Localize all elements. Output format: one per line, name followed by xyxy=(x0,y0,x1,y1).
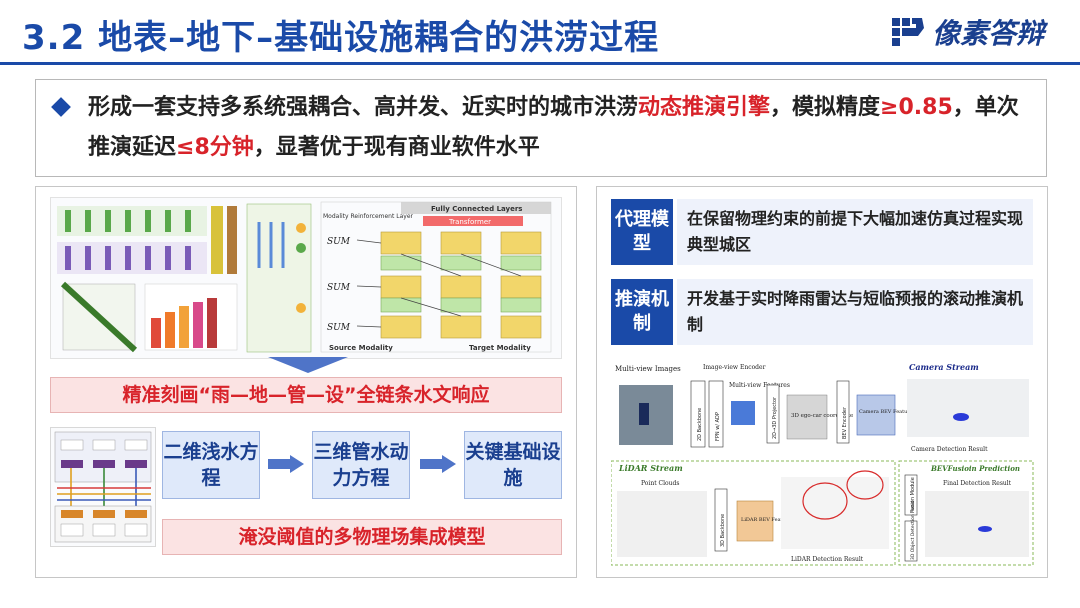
score-fusion-bars xyxy=(144,283,238,351)
summary-highlight-accuracy: ≥0.85 xyxy=(880,95,953,120)
transformer-graphic: SUM SUM SUM Fully Connected Layers Trans… xyxy=(320,201,552,353)
title-rule xyxy=(0,62,1080,65)
feature-layers-graphic xyxy=(57,203,312,353)
point-cloud-graphic xyxy=(617,491,707,557)
right-arrow-icon xyxy=(420,455,456,473)
hydrology-response-banner: 精准刻画“雨—地—管—设”全链条水文响应 xyxy=(50,377,562,413)
logo-text: 像素答辩 xyxy=(931,17,1044,50)
multiview-images-label: Multi-view Images xyxy=(615,365,681,373)
bev-encoder-label: BEV Encoder xyxy=(842,406,848,439)
summary-highlight-latency: ≤8分钟 xyxy=(176,135,254,160)
left-panel: SUM SUM SUM Fully Connected Layers Trans… xyxy=(35,186,577,578)
diamond-bullet-icon xyxy=(51,97,71,117)
confusion-matrix-graphic xyxy=(60,281,138,353)
lidar-result-graphic xyxy=(781,477,889,549)
detection-head-label: 3D Object Detection Head xyxy=(910,501,916,560)
summary-part1: 形成一套支持多系统强耦合、高并发、近实时的城市洪涝 xyxy=(88,95,639,120)
target-modality-label: Target Modality xyxy=(469,344,531,352)
bev-fusion-diagram: Multi-view Images Image-view Encoder 2D … xyxy=(611,361,1035,566)
image-encoder-label: Image-view Encoder xyxy=(703,364,766,371)
summary-part3: ，单次推演延迟 xyxy=(88,95,1019,160)
transformer-label: Transformer xyxy=(448,218,491,226)
source-modality-label: Source Modality xyxy=(329,344,393,352)
right-panel: 代理模型 在保留物理约束的前提下大幅加速仿真过程实现典型城区 推演机制 开发基于… xyxy=(596,186,1048,578)
modality-label: Modality Reinforcement Layer xyxy=(323,213,414,220)
model-flow-diagram xyxy=(54,431,152,543)
step-2d-shallow-water: 二维浅水方程 xyxy=(162,431,260,499)
surrogate-model-text: 在保留物理约束的前提下大幅加速仿真过程实现典型城区 xyxy=(677,199,1033,265)
lidar-bev-label: LiDAR BEV Features xyxy=(741,517,794,523)
architecture-diagram: SUM SUM SUM Fully Connected Layers Trans… xyxy=(57,201,552,353)
right-arrow-icon xyxy=(268,455,304,473)
page-title: 3.2 地表–地下–基础设施耦合的洪涝过程 xyxy=(22,18,660,58)
step-3d-pipe-hydrodynamics: 三维管水动力方程 xyxy=(312,431,410,499)
rolling-mechanism-row: 推演机制 开发基于实时降雨雷达与短临预报的滚动推演机制 xyxy=(611,279,1035,345)
logo-icon xyxy=(891,18,924,46)
backbone3d-label: 3D Backbone xyxy=(720,514,726,547)
final-result-graphic xyxy=(925,491,1029,557)
backbone2d-label: 2D Backbone xyxy=(697,408,703,441)
camera-stream-label: Camera Stream xyxy=(909,362,979,372)
rolling-mechanism-text: 开发基于实时降雨雷达与短临预报的滚动推演机制 xyxy=(677,279,1033,345)
point-clouds-label: Point Clouds xyxy=(641,480,679,487)
summary-text: 形成一套支持多系统强耦合、高并发、近实时的城市洪涝动态推演引擎，模拟精度≥0.8… xyxy=(88,88,1038,168)
fusion-module-label: Fusion Module xyxy=(910,477,916,513)
surrogate-model-row: 代理模型 在保留物理约束的前提下大幅加速仿真过程实现典型城区 xyxy=(611,199,1035,265)
rolling-mechanism-tag: 推演机制 xyxy=(611,279,673,345)
sum-label-2: SUM xyxy=(327,283,351,293)
step-key-infrastructure: 关键基础设施 xyxy=(464,431,562,499)
camera-result-label: Camera Detection Result xyxy=(911,446,988,453)
camera-bev-label: Camera BEV Features xyxy=(859,409,916,415)
fpn-label: FPN w/ ADP xyxy=(715,412,721,441)
ego-coordinate-label: 3D ego-car coordinate xyxy=(791,413,853,419)
lidar-stream-label: LiDAR Stream xyxy=(618,463,683,473)
model-flow-figure xyxy=(50,427,156,547)
final-result-label: Final Detection Result xyxy=(943,480,1012,487)
multiview-features-label: Multi-view Features xyxy=(729,382,790,389)
lidar-result-label: LiDAR Detection Result xyxy=(791,556,864,563)
sum-label-3: SUM xyxy=(327,323,351,333)
fusion-prediction-label: BEVFusioin Prediction xyxy=(930,464,1020,473)
down-arrow-icon xyxy=(268,357,348,373)
surrogate-model-tag: 代理模型 xyxy=(611,199,673,265)
neural-architecture-figure: SUM SUM SUM Fully Connected Layers Trans… xyxy=(50,197,562,359)
fc-layers-label: Fully Connected Layers xyxy=(431,205,522,213)
summary-box: 形成一套支持多系统强耦合、高并发、近实时的城市洪涝动态推演引擎，模拟精度≥0.8… xyxy=(35,79,1047,177)
logo: 像素答辩 xyxy=(890,12,1044,52)
camera-result-graphic xyxy=(907,379,1029,437)
sum-label-1: SUM xyxy=(327,237,351,247)
summary-highlight-engine: 动态推演引擎 xyxy=(638,95,771,120)
summary-part4: ，显著优于现有商业软件水平 xyxy=(253,135,540,160)
multiphysics-model-banner: 淹没阈值的多物理场集成模型 xyxy=(162,519,562,555)
projector-label: 2D→3D Projector xyxy=(772,396,778,439)
summary-part2: ，模拟精度 xyxy=(770,95,881,120)
